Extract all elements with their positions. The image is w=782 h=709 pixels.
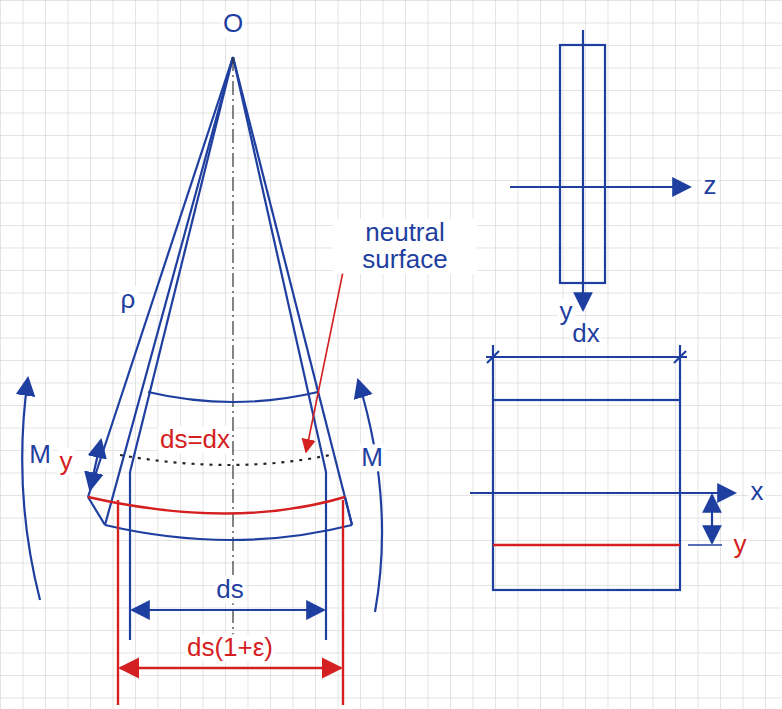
label-text: ρ bbox=[119, 286, 138, 313]
element-sketch bbox=[22, 57, 382, 640]
label-text: z bbox=[702, 172, 719, 199]
label-text: y bbox=[732, 531, 749, 558]
fibre-sketch bbox=[88, 262, 345, 705]
label-text: dx bbox=[570, 320, 601, 347]
label-text: y bbox=[58, 448, 75, 475]
label-text: x bbox=[749, 478, 766, 505]
label-text: M bbox=[359, 444, 385, 471]
label-text: ds(1+ε) bbox=[185, 634, 275, 661]
label-text: O bbox=[221, 10, 245, 37]
label-text: neutral surface bbox=[333, 219, 477, 274]
label-text: ds=dx bbox=[158, 426, 232, 453]
label-text: M bbox=[27, 441, 53, 468]
fibre-line bbox=[493, 544, 680, 546]
cross-section bbox=[510, 30, 690, 310]
label-text: ds bbox=[214, 576, 245, 603]
side-view bbox=[470, 345, 735, 590]
